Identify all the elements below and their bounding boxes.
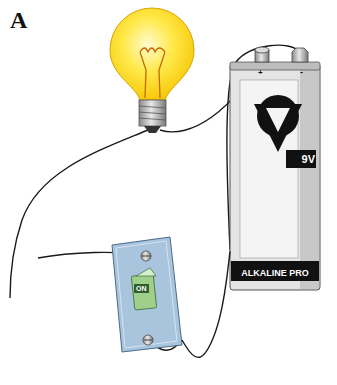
switch-plate: ON [112, 237, 182, 352]
light-switch [112, 237, 182, 352]
switch-state: ON [134, 284, 149, 293]
battery-body: 9V ALKALINE PRO [230, 62, 320, 290]
panel-letter: A [10, 8, 27, 32]
wire [182, 251, 230, 357]
terminal-sign: - [300, 68, 303, 77]
terminal-sign: + [258, 69, 263, 77]
light-bulb [110, 8, 194, 133]
voltage-label: 9V [302, 154, 315, 165]
battery [230, 47, 320, 290]
brand-label: ALKALINE PRO [241, 269, 309, 278]
